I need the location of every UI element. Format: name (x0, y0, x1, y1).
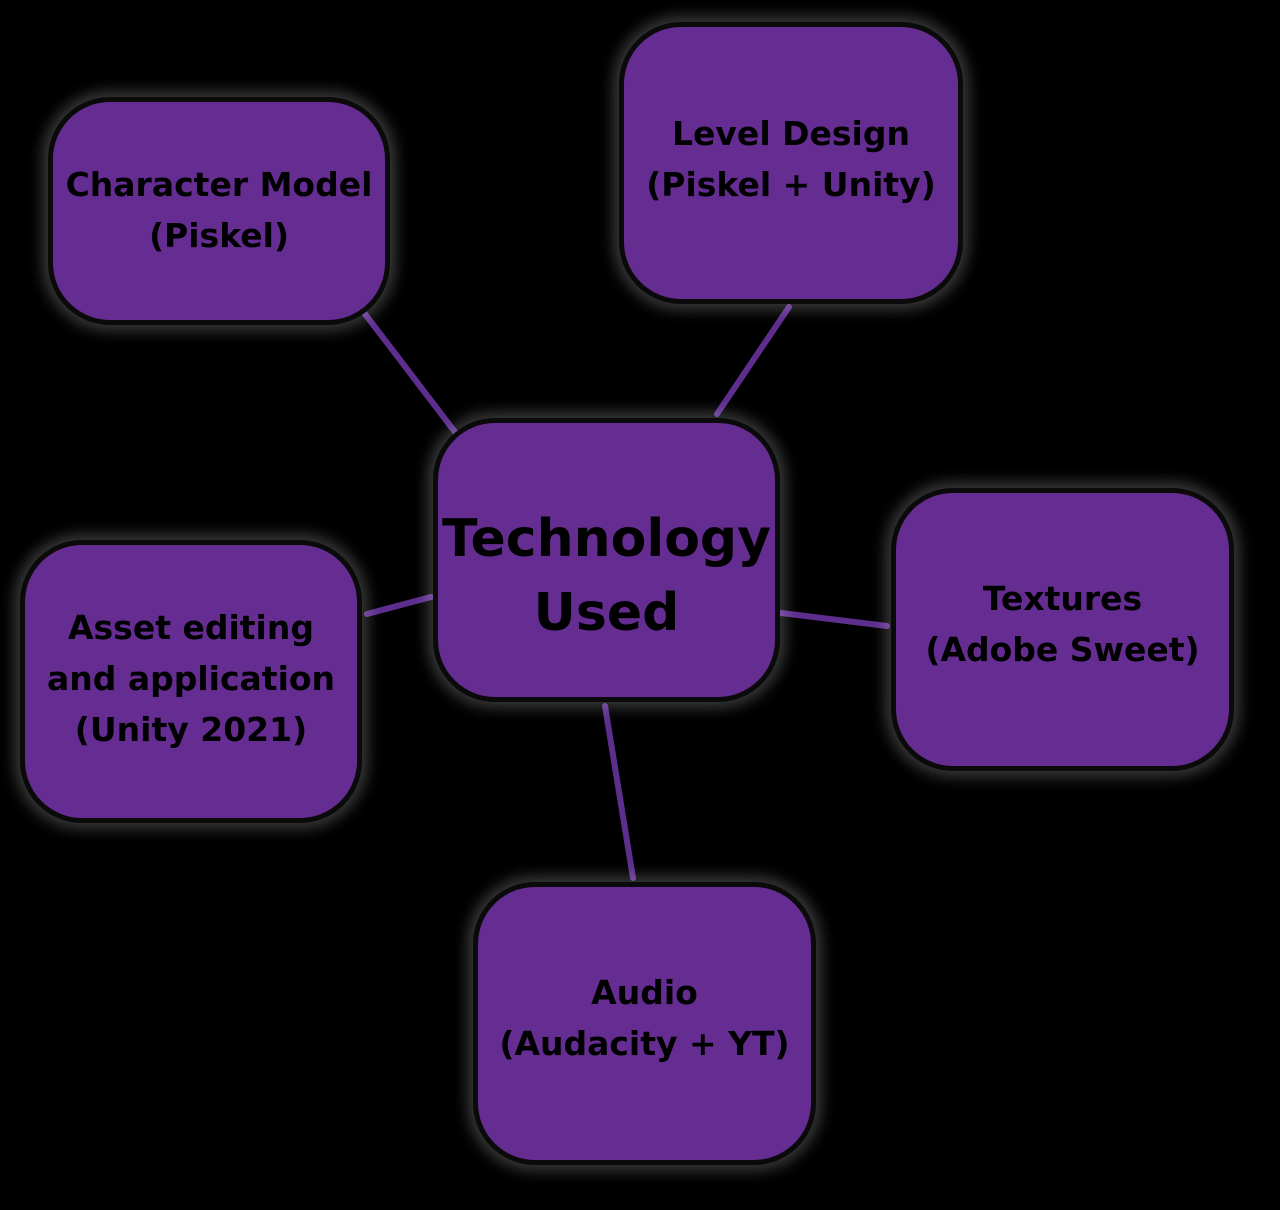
connector-asset-editing (364, 594, 434, 617)
connector-character-model (362, 311, 458, 435)
node-textures-tool: (Adobe Sweet) (925, 630, 1200, 669)
node-character-model: Character Model (Piskel) (48, 97, 390, 325)
node-character-model-title: Character Model (65, 165, 373, 204)
node-level-design: Level Design (Piskel + Unity) (619, 22, 963, 304)
connector-audio (602, 703, 636, 881)
node-audio: Audio (Audacity + YT) (473, 882, 816, 1165)
center-title-line-2: Used (533, 583, 680, 643)
node-asset-editing-line-2: and application (46, 659, 336, 698)
center-title-line-1: Technology (441, 509, 772, 569)
node-textures-title: Textures (982, 579, 1143, 618)
node-character-model-tool: (Piskel) (148, 216, 290, 255)
connector-textures (778, 610, 890, 629)
node-level-design-title: Level Design (672, 114, 910, 153)
node-technology-used: Technology Used (433, 418, 780, 702)
node-level-design-tool: (Piskel + Unity) (646, 165, 936, 204)
node-asset-editing-line-1: Asset editing (68, 608, 314, 647)
node-asset-editing-tool: (Unity 2021) (74, 710, 308, 749)
connector-level-design (714, 304, 792, 417)
node-textures: Textures (Adobe Sweet) (891, 488, 1234, 771)
node-asset-editing: Asset editing and application (Unity 202… (20, 540, 362, 823)
node-audio-title: Audio (591, 973, 698, 1012)
node-audio-tool: (Audacity + YT) (499, 1024, 790, 1063)
